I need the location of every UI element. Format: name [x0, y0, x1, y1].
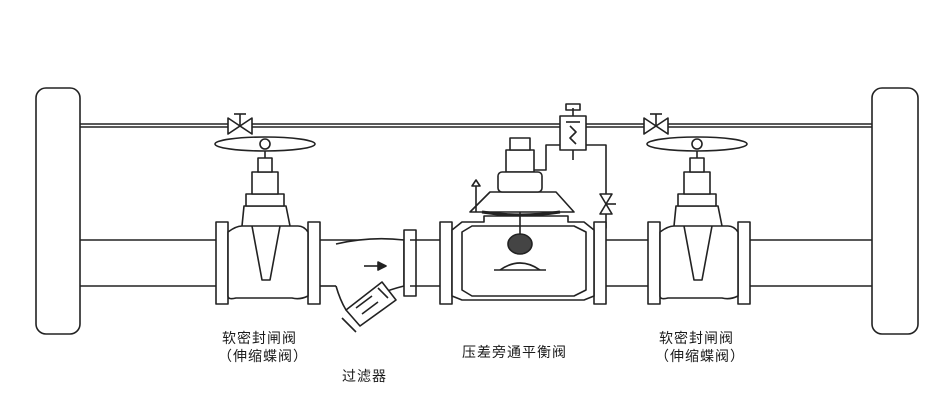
pressure-balance-valve — [439, 137, 607, 305]
impulse-needle-valve-right — [643, 113, 669, 135]
right-valve-sublabel: （伸缩蝶阀） — [655, 349, 745, 365]
flow-arrow — [364, 261, 387, 271]
left-valve-label: 软密封闸阀 — [222, 331, 297, 347]
impulse-needle-valve-left — [227, 113, 253, 135]
filter-label: 过滤器 — [342, 369, 387, 385]
pilot-needle-valve — [599, 193, 616, 215]
right-valve-label: 软密封闸阀 — [659, 331, 734, 347]
y-strainer — [335, 229, 440, 333]
left-gate-valve — [214, 136, 321, 305]
right-header-tank — [871, 87, 919, 335]
left-header-tank — [35, 87, 81, 335]
pilot-controller — [530, 103, 607, 229]
main-pipe — [80, 239, 872, 287]
left-valve-sublabel: （伸缩蝶阀） — [218, 349, 308, 365]
impulse-line — [80, 123, 872, 128]
right-gate-valve — [646, 136, 751, 305]
center-valve-label: 压差旁通平衡阀 — [462, 345, 567, 361]
